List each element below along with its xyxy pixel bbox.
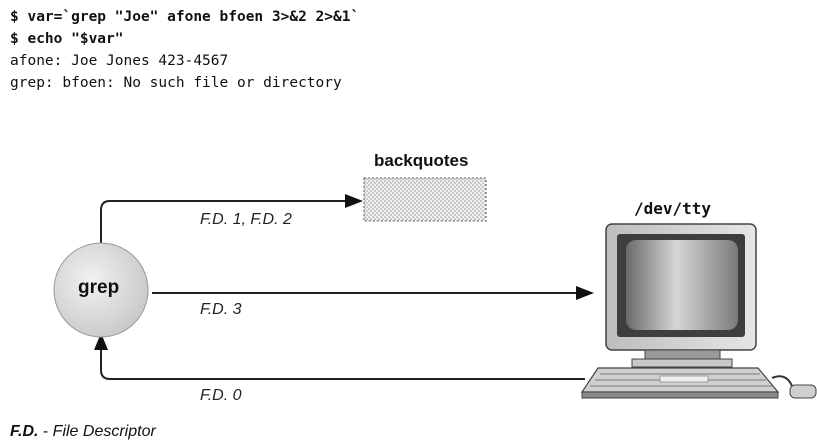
grep-process-label: grep [78,277,120,298]
fd1-fd2-label: F.D. 1, F.D. 2 [200,211,292,228]
output-line-2: grep: bfoen: No such file or directory [10,75,342,91]
legend-abbreviation: F.D. [10,423,39,440]
command-line-2: $ echo "$var" [10,31,124,47]
fd3-arrowhead [576,286,594,300]
fd1-fd2-arrowhead [345,194,363,208]
legend-separator: - [38,423,53,440]
legend: F.D. - File Descriptor [10,423,156,441]
fd3-label: F.D. 3 [200,301,242,318]
output-line-1: afone: Joe Jones 423-4567 [10,53,229,69]
legend-description: File Descriptor [52,423,156,440]
fd0-arrowhead [94,333,108,350]
terminal-computer-icon [580,223,817,399]
fd0-label: F.D. 0 [200,387,242,404]
grep-process-circle [53,242,149,338]
fd1-fd2-arrow [100,200,346,244]
command-output: $ var=`grep "Joe" afone bfoen 3>&2 2>&1`… [10,6,359,94]
backquotes-box [363,177,487,222]
fd0-arrow [100,349,585,380]
command-line-1: $ var=`grep "Joe" afone bfoen 3>&2 2>&1` [10,9,360,25]
backquotes-label: backquotes [374,151,469,170]
terminal-label: /dev/tty [634,199,712,218]
